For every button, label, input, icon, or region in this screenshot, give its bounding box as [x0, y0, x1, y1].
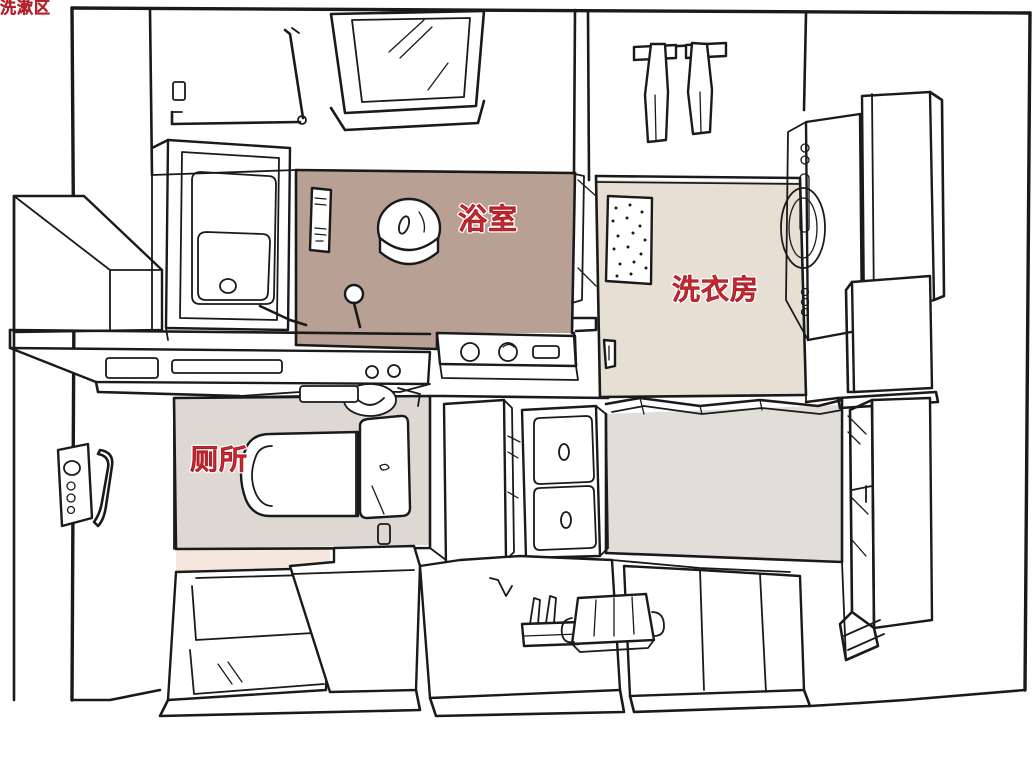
- toilet-lid: [239, 430, 360, 518]
- cabinet-shelf-edge: [836, 390, 940, 410]
- garment-right: [686, 41, 714, 136]
- door-handle: [92, 448, 114, 528]
- shower-rail-assembly: [170, 27, 307, 126]
- notice-board-dots: [611, 203, 648, 278]
- floor-items: [489, 577, 665, 653]
- misc-structure: [151, 169, 807, 561]
- basin-upper-drain: [558, 443, 570, 461]
- window-frame-outer: [329, 9, 486, 115]
- room-label-washing-area: 洗漱区: [0, 0, 52, 17]
- shower-holder: [172, 81, 186, 101]
- counter-shelf-band: [8, 328, 432, 398]
- floor-bathroom: [296, 170, 575, 349]
- washer-control-buttons: [799, 143, 810, 317]
- basin-lower: [533, 485, 597, 551]
- toilet-lid-inner: [251, 445, 273, 507]
- shelf-tray-left: [105, 357, 159, 379]
- bathtub-faucet-arm: [258, 304, 308, 327]
- shower-rail-joint: [297, 115, 307, 125]
- wash-basin-large: [560, 592, 665, 653]
- vanity-top-edge: [442, 394, 610, 400]
- double-basin-sink: [520, 404, 602, 560]
- counter-knob-1: [365, 365, 379, 379]
- room-label-bathroom: 浴室: [458, 202, 519, 236]
- counter-knob-2: [387, 364, 401, 378]
- window-reflection-2: [399, 26, 433, 59]
- washer-left-face: [785, 121, 809, 341]
- room-label-toilet: 厕所: [190, 443, 249, 476]
- left-wall-fittings: [12, 330, 114, 702]
- basin-handle-right: [651, 611, 665, 637]
- shower-rail-vertical: [283, 28, 305, 120]
- basin-lower-drain: [560, 511, 572, 529]
- bathroom-floor-pin: [343, 283, 365, 329]
- bathroom-control-panel: [308, 186, 333, 254]
- right-wall-cabinets: [804, 274, 940, 662]
- tap-knob-left: [460, 342, 480, 362]
- laundry-back-wall: [594, 174, 802, 180]
- laundry-door-handle: [602, 338, 617, 370]
- sliding-door-panel-1: [166, 566, 332, 702]
- bottom-floor-area: [158, 544, 862, 718]
- tap-outlet: [532, 345, 560, 359]
- window-reflection-3: [427, 62, 449, 91]
- bathtub-inner-base: [197, 231, 271, 301]
- bathroom-floor-outline: [294, 168, 577, 175]
- bathroom-room: [294, 168, 597, 351]
- room-label-laundry: 洗衣房: [672, 273, 760, 306]
- toilet-room: [172, 383, 432, 551]
- hanging-clothes-assembly: [632, 41, 728, 144]
- laundry-room: [572, 174, 808, 399]
- toilet-shelf-item: [299, 385, 359, 403]
- mirror-frame-left: [848, 398, 876, 630]
- washing-area-room: [604, 396, 844, 573]
- left-wedge-cabinet: [12, 194, 164, 334]
- mirror-cabinet: [847, 396, 934, 630]
- floor-item-hook: [497, 579, 513, 597]
- shower-door-jamb: [569, 172, 585, 304]
- toilet-tank: [358, 414, 412, 520]
- center-vanity: [442, 394, 610, 574]
- basin-handle-left: [560, 617, 575, 644]
- window-sill: [329, 99, 486, 132]
- tap-knob-mid: [498, 342, 518, 362]
- bathtub-drain: [219, 278, 237, 294]
- washing-area-ceiling: [604, 396, 844, 408]
- washing-machine: [780, 90, 946, 342]
- window-frame-inner: [351, 17, 471, 103]
- upper-cabinet: [850, 274, 934, 394]
- garment-left: [643, 42, 670, 144]
- toilet-supply-hose: [397, 387, 421, 407]
- window-reflection-1: [388, 19, 425, 53]
- washer-drum-door: [780, 187, 826, 269]
- floor-washing-area: [604, 405, 842, 562]
- panel-main-button: [63, 460, 81, 476]
- window-assembly: [329, 9, 486, 132]
- laundry-notice-board: [604, 194, 654, 286]
- right-floor-panel: [622, 564, 806, 698]
- bathtub-assembly: [150, 138, 308, 341]
- shower-rail-horizontal: [170, 110, 302, 126]
- sliding-door-panel-2: [288, 544, 422, 694]
- toilet-paper-holder: [377, 523, 391, 545]
- bathroom-lower-ledge: [435, 331, 579, 381]
- shelf-tray-right: [171, 359, 283, 374]
- toilet-fixture: [239, 414, 412, 520]
- vanity-door-left: [442, 398, 508, 568]
- basin-upper: [533, 415, 595, 485]
- floor-drain: [376, 197, 442, 266]
